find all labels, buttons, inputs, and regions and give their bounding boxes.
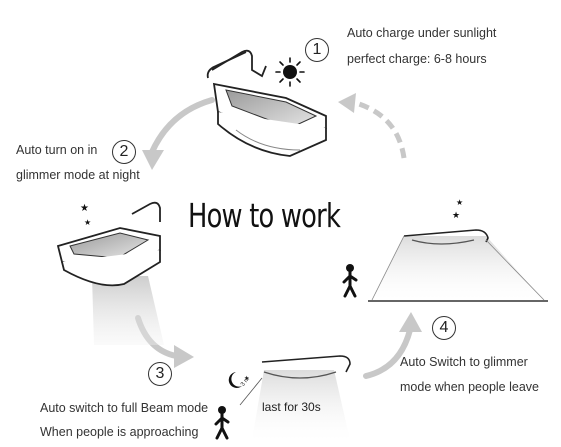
step-4-line-1: Auto Switch to glimmer <box>400 355 528 369</box>
diagram-title: How to work <box>188 196 341 235</box>
person-icon <box>214 406 230 440</box>
solar-light-icon <box>252 355 351 440</box>
step-1-line-1: Auto charge under sunlight <box>347 26 497 40</box>
beam-duration-note: last for 30s <box>262 400 321 414</box>
svg-text:★: ★ <box>456 198 463 207</box>
solar-light-icon <box>56 201 164 345</box>
person-icon <box>342 264 358 298</box>
step-3-line-2: When people is approaching <box>40 425 199 439</box>
step-2-line-1: Auto turn on in <box>16 143 98 157</box>
svg-text:★: ★ <box>244 375 249 382</box>
solar-light-icon <box>368 229 548 302</box>
step-number-4: 4 <box>432 316 456 340</box>
solar-light-icon <box>206 49 327 157</box>
sun-icon <box>275 57 305 87</box>
step-number-1: 1 <box>305 38 329 62</box>
svg-text:★: ★ <box>80 203 89 214</box>
step-number-2: 2 <box>112 140 136 164</box>
svg-text:★: ★ <box>84 218 91 227</box>
moon-stars-icon: ★ <box>228 372 249 388</box>
step-2-line-2: glimmer mode at night <box>16 168 140 182</box>
step-4-line-2: mode when people leave <box>400 380 539 394</box>
moon-stars-icon: ★ ★ <box>452 194 490 221</box>
svg-text:★: ★ <box>452 211 460 221</box>
step-3-line-1: Auto switch to full Beam mode <box>40 401 209 415</box>
step-number-3: 3 <box>148 362 172 386</box>
moon-stars-icon: ★ ★ <box>57 196 91 227</box>
step-1-line-2: perfect charge: 6-8 hours <box>347 52 487 66</box>
